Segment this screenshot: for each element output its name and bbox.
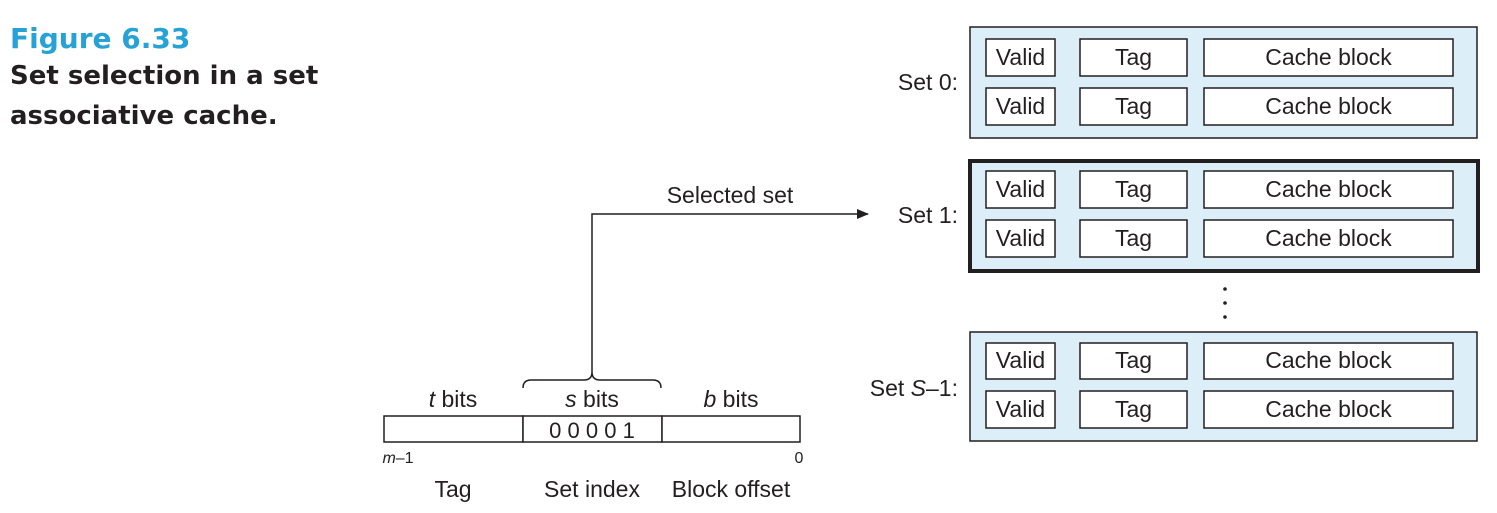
vertical-ellipsis bbox=[1223, 287, 1227, 319]
cache-block-cell-text: Cache block bbox=[1265, 93, 1392, 119]
selected-set-label: Selected set bbox=[667, 182, 794, 208]
valid-cell-text: Valid bbox=[996, 176, 1045, 202]
address-tag-field bbox=[383, 415, 524, 443]
set-1-line-0: Valid Tag Cache block bbox=[985, 170, 1454, 209]
tag-cell bbox=[1079, 87, 1188, 126]
cache-block-cell-text: Cache block bbox=[1265, 44, 1392, 70]
cache-block-cell bbox=[1203, 87, 1454, 126]
cache-block-cell bbox=[1203, 390, 1454, 429]
set-0: Valid Tag Cache block Valid Tag Cache bl… bbox=[969, 26, 1478, 139]
valid-cell bbox=[985, 170, 1056, 209]
set-1-label: Set 1: bbox=[898, 202, 958, 228]
valid-cell bbox=[985, 390, 1056, 429]
tag-cell bbox=[1079, 390, 1188, 429]
tag-cell-text: Tag bbox=[1115, 225, 1152, 251]
set-index-bits-header: s bits bbox=[565, 386, 619, 412]
figure-caption: Figure 6.33 Set selection in a set assoc… bbox=[10, 22, 340, 136]
tag-cell-text: Tag bbox=[1115, 347, 1152, 373]
set-s-1: Valid Tag Cache block Valid Tag Cache bl… bbox=[969, 331, 1478, 442]
set-s-1-line-0: Valid Tag Cache block bbox=[985, 342, 1454, 380]
valid-cell-text: Valid bbox=[996, 396, 1045, 422]
tag-cell-text: Tag bbox=[1115, 396, 1152, 422]
cache-block-cell-text: Cache block bbox=[1265, 225, 1392, 251]
cache-block-cell-text: Cache block bbox=[1265, 396, 1392, 422]
cache-block-cell bbox=[1203, 219, 1454, 258]
cache-block-cell bbox=[1203, 170, 1454, 209]
valid-cell bbox=[985, 87, 1056, 126]
cache-block-cell bbox=[1203, 38, 1454, 77]
selection-arrow bbox=[591, 209, 869, 372]
valid-cell-text: Valid bbox=[996, 347, 1045, 373]
set-0-label: Set 0: bbox=[898, 69, 958, 95]
block-offset-bits-header: b bits bbox=[704, 386, 759, 412]
valid-cell bbox=[985, 342, 1056, 380]
set-s-1-label: Set S–1: bbox=[870, 375, 958, 401]
set-0-line-0: Valid Tag Cache block bbox=[985, 38, 1454, 77]
tag-cell bbox=[1079, 38, 1188, 77]
set-index-field-name: Set index bbox=[544, 476, 640, 502]
set-s-1-line-1: Valid Tag Cache block bbox=[985, 390, 1454, 429]
valid-cell bbox=[985, 38, 1056, 77]
set-index-value: 0 0 0 0 1 bbox=[549, 418, 635, 443]
tag-cell bbox=[1079, 170, 1188, 209]
address-block-offset-field bbox=[661, 415, 801, 443]
msb-label: m–1 bbox=[382, 450, 413, 467]
set-1-selected: Valid Tag Cache block Valid Tag Cache bl… bbox=[968, 159, 1480, 273]
valid-cell bbox=[985, 219, 1056, 258]
address-layout: t bits s bits b bits 0 0 0 0 1 m–1 0 Tag… bbox=[382, 386, 803, 502]
cache-block-cell-text: Cache block bbox=[1265, 176, 1392, 202]
tag-cell-text: Tag bbox=[1115, 176, 1152, 202]
set-1-line-1: Valid Tag Cache block bbox=[985, 219, 1454, 258]
tag-cell-text: Tag bbox=[1115, 93, 1152, 119]
cache-block-cell bbox=[1203, 342, 1454, 380]
tag-cell-text: Tag bbox=[1115, 44, 1152, 70]
lsb-label: 0 bbox=[795, 450, 804, 467]
figure-title: Set selection in a set associative cache… bbox=[10, 61, 319, 131]
figure-label: Figure 6.33 bbox=[10, 22, 191, 55]
block-offset-field-name: Block offset bbox=[672, 476, 791, 502]
cache-block-cell-text: Cache block bbox=[1265, 347, 1392, 373]
valid-cell-text: Valid bbox=[996, 225, 1045, 251]
valid-cell-text: Valid bbox=[996, 44, 1045, 70]
tag-cell bbox=[1079, 219, 1188, 258]
tag-bits-header: t bits bbox=[429, 386, 478, 412]
tag-cell bbox=[1079, 342, 1188, 380]
set-0-line-1: Valid Tag Cache block bbox=[985, 87, 1454, 126]
tag-field-name: Tag bbox=[434, 476, 471, 502]
valid-cell-text: Valid bbox=[996, 93, 1045, 119]
